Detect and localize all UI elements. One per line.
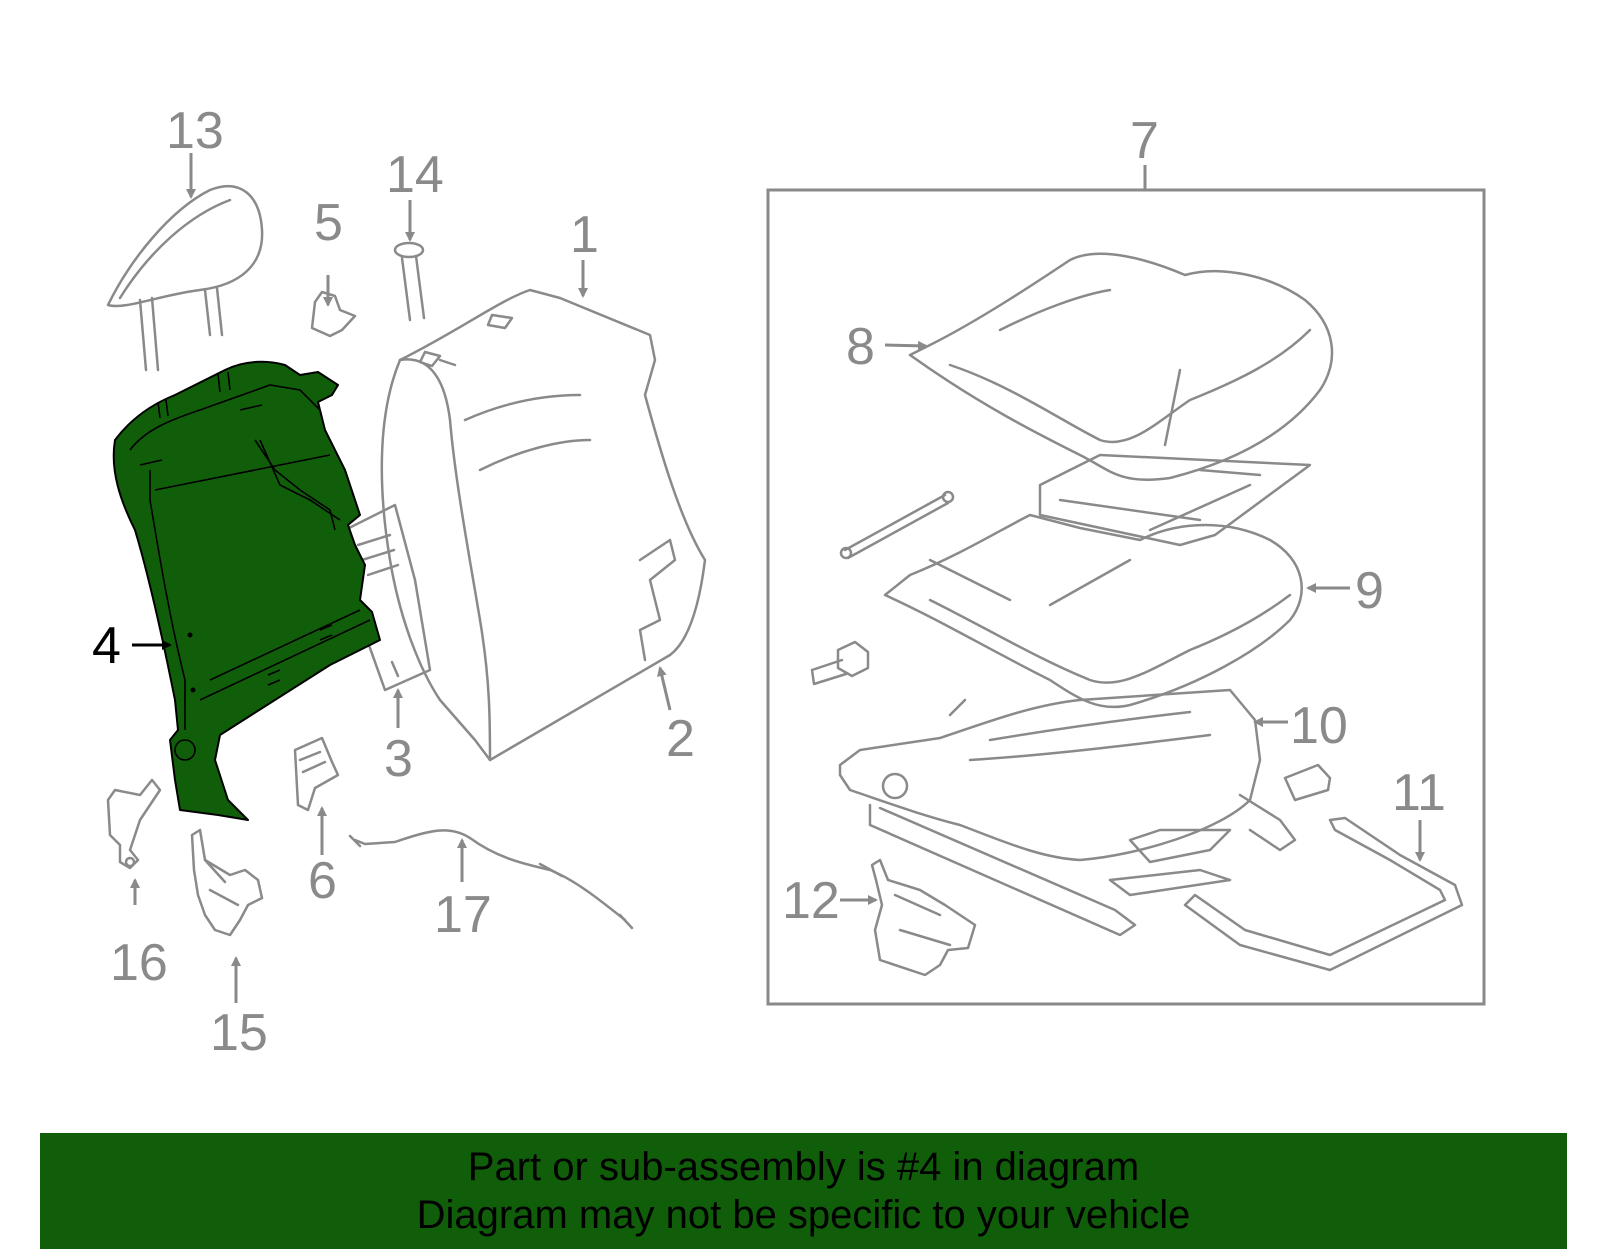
- banner-line-part: Part or sub-assembly is #4 in diagram: [467, 1145, 1140, 1189]
- part-6-bracket[interactable]: [293, 736, 340, 812]
- part-7-cushion-assembly-box: [766, 188, 1486, 1006]
- callout-2[interactable]: 2: [666, 710, 695, 768]
- part-1-seatback-cover[interactable]: [380, 288, 707, 762]
- part-13-headrest[interactable]: [106, 184, 264, 372]
- cushion-heater-mat: [1038, 453, 1312, 547]
- part-14-bolt[interactable]: [393, 241, 426, 322]
- callout-6[interactable]: 6: [308, 852, 337, 910]
- callout-16[interactable]: 16: [110, 934, 168, 992]
- callout-10[interactable]: 10: [1290, 697, 1348, 755]
- part-12-plate[interactable]: [870, 858, 977, 977]
- part-17-cable[interactable]: [348, 829, 634, 930]
- part-4-seatback-frame[interactable]: [112, 360, 381, 821]
- callout-11[interactable]: 11: [1392, 764, 1446, 822]
- callout-3[interactable]: 3: [384, 730, 413, 788]
- seat-connector: [1283, 763, 1332, 802]
- callout-4[interactable]: 4: [92, 617, 121, 675]
- callout-14[interactable]: 14: [386, 146, 444, 204]
- cushion-rod: [839, 490, 955, 560]
- callout-5[interactable]: 5: [314, 194, 343, 252]
- part-9-cushion-pad[interactable]: [883, 513, 1303, 709]
- part-8-cushion-cover[interactable]: [908, 252, 1334, 482]
- part-10-seat-frame[interactable]: [838, 688, 1297, 937]
- info-banner: Part or sub-assembly is #4 in diagram Di…: [40, 1133, 1567, 1249]
- callout-1[interactable]: 1: [570, 206, 599, 264]
- callout-13[interactable]: 13: [166, 102, 224, 160]
- callout-15[interactable]: 15: [210, 1004, 268, 1062]
- callout-9[interactable]: 9: [1355, 562, 1384, 620]
- part-11-wire-frame[interactable]: [1183, 816, 1464, 972]
- callout-7[interactable]: 7: [1130, 112, 1159, 170]
- callout-12[interactable]: 12: [782, 872, 840, 930]
- part-15-hinge[interactable]: [190, 828, 264, 937]
- callout-leaders: [130, 153, 1425, 1003]
- banner-line-disclaimer: Diagram may not be specific to your vehi…: [416, 1193, 1191, 1237]
- callout-labels: 1 2 3 4 5 6 7 8 9 10 11 12 13 14 15 16 1…: [92, 102, 1446, 1062]
- callout-17[interactable]: 17: [434, 886, 492, 944]
- cushion-bolt: [810, 640, 870, 686]
- callout-8[interactable]: 8: [846, 318, 875, 376]
- part-5-guide[interactable]: [310, 290, 357, 338]
- part-16-bracket[interactable]: [106, 778, 162, 870]
